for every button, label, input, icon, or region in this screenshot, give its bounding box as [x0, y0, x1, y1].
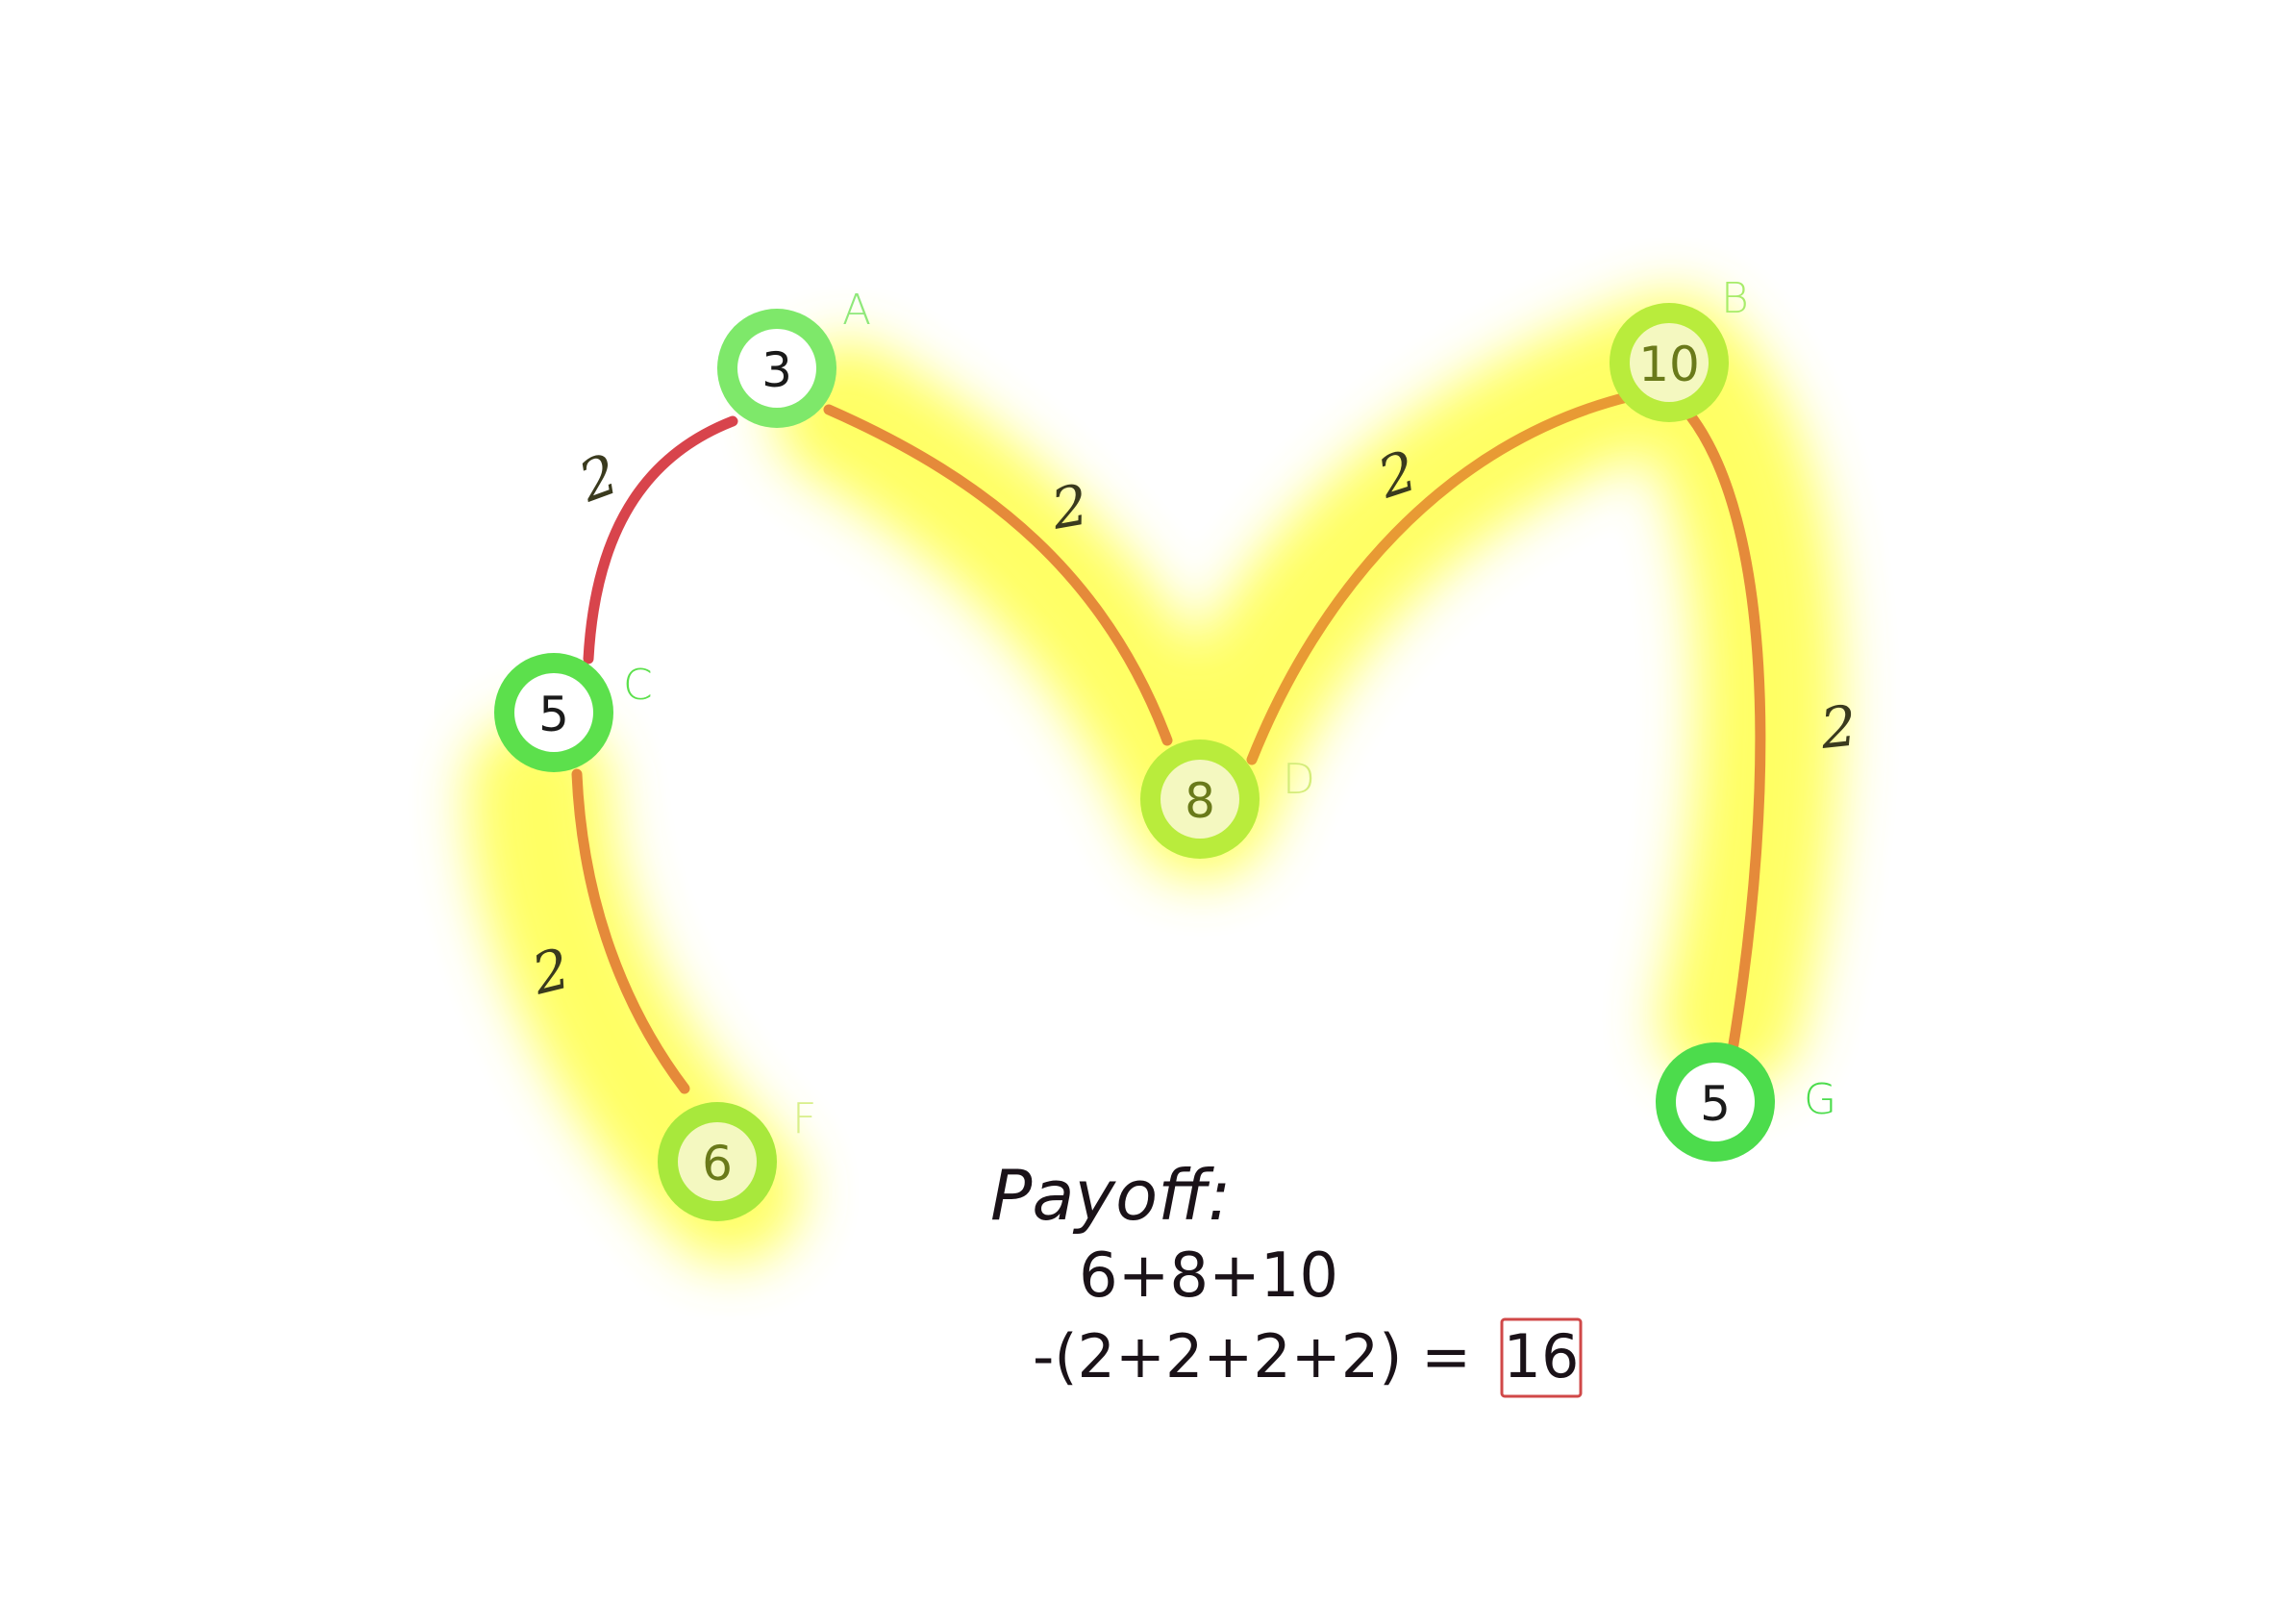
node-value: 5 — [538, 687, 569, 742]
node-b: 10 B — [1610, 274, 1749, 422]
edge-a-c — [583, 415, 738, 664]
edge-b-g — [1685, 410, 1766, 1056]
edges — [571, 390, 1766, 1094]
node-label: D — [1283, 755, 1315, 804]
node-a: 3A — [717, 286, 871, 428]
node-label: B — [1721, 274, 1749, 323]
node-center — [1160, 760, 1239, 839]
payoff-cost-line: -(2+2+2+2) = — [1033, 1321, 1471, 1391]
node-label: C — [623, 661, 653, 710]
highlight-stroke-2 — [774, 293, 1841, 1091]
node-value: 10 — [1638, 337, 1700, 392]
node-center — [1630, 323, 1709, 402]
node-f: 6F — [658, 1094, 816, 1221]
node-value: 8 — [1185, 773, 1215, 829]
payoff-sum-line: 6+8+10 — [1079, 1241, 1338, 1312]
node-label: F — [792, 1094, 816, 1143]
node-center — [514, 673, 593, 752]
payoff-result-box — [1500, 1317, 1583, 1398]
node-value: 5 — [1700, 1076, 1731, 1132]
edge-a-d — [823, 404, 1173, 746]
edge-weight-b-g: 2 — [1816, 692, 1859, 762]
edge-weight-a-c: 2 — [570, 441, 627, 515]
payoff-title: Payoff: — [990, 1155, 1231, 1236]
edge-d-b — [1246, 390, 1636, 765]
node-label: G — [1804, 1075, 1836, 1124]
node-center — [737, 329, 816, 408]
payoff-block: Payoff: 6+8+10 -(2+2+2+2) = 16 — [990, 1155, 1583, 1398]
node-c: 5C — [494, 653, 653, 772]
node-value: 3 — [761, 342, 792, 398]
node-label: A — [842, 286, 871, 335]
payoff-result: 16 — [1504, 1321, 1580, 1391]
node-value: 6 — [702, 1136, 733, 1191]
node-center — [678, 1122, 757, 1201]
edge-c-f — [571, 768, 690, 1094]
node-center — [1676, 1063, 1755, 1141]
